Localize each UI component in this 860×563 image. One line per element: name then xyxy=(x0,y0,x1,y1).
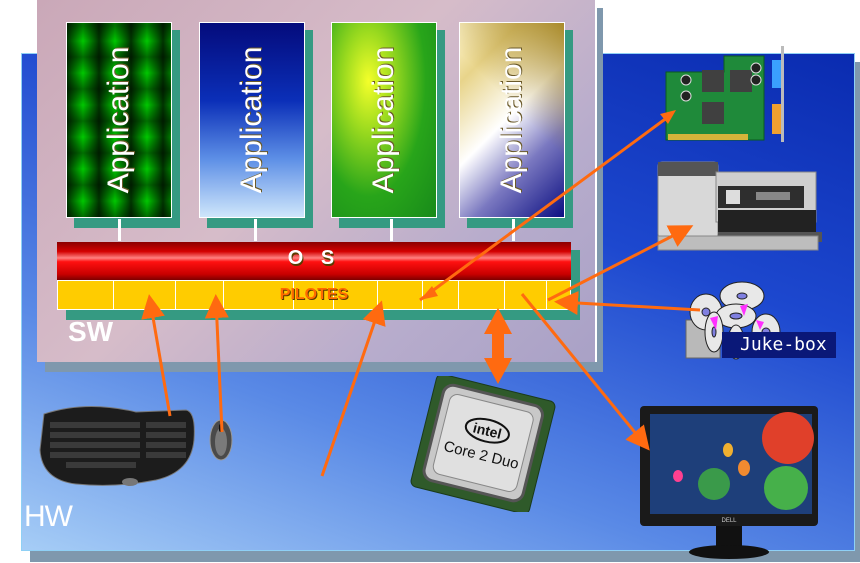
app-os-connector xyxy=(390,219,393,241)
arrow-keyboard-to-drivers xyxy=(141,294,172,417)
application-box-1: Application xyxy=(66,22,172,218)
driver-divider xyxy=(458,281,459,309)
arrow-drivers-to-monitor xyxy=(520,293,650,451)
driver-divider xyxy=(113,281,114,309)
driver-divider xyxy=(377,281,378,309)
app-os-connector xyxy=(254,219,257,241)
arrow-mouse-to-drivers xyxy=(204,294,229,433)
printer-icon xyxy=(657,161,822,251)
os-label: O S xyxy=(287,247,341,269)
application-box-2: Application xyxy=(199,22,305,218)
expansion-card-icon xyxy=(665,46,784,142)
hw-label: HW xyxy=(24,500,73,533)
drivers-label: PILOTES xyxy=(279,286,349,303)
monitor-brand: DELL xyxy=(721,518,737,524)
driver-divider xyxy=(546,281,547,309)
driver-divider xyxy=(422,281,423,309)
driver-divider xyxy=(333,281,334,309)
application-box-3: Application xyxy=(331,22,437,218)
app-os-connector xyxy=(118,219,121,241)
driver-divider xyxy=(175,281,176,309)
arrow-drivers-to-printer xyxy=(547,225,694,302)
sw-label: SW xyxy=(68,316,114,347)
cpu-icon: intel Core 2 Duo xyxy=(410,376,556,512)
cpu-drivers-double-arrow xyxy=(484,308,512,384)
keyboard-icon xyxy=(39,406,195,486)
application-label: Application xyxy=(495,46,528,194)
application-box-4: Application xyxy=(459,22,565,218)
driver-divider xyxy=(293,281,294,309)
driver-divider xyxy=(504,281,505,309)
arrowhead-card xyxy=(660,110,676,124)
application-label: Application xyxy=(102,46,135,194)
arrow-drivers-card-line xyxy=(419,112,673,302)
monitor-icon: DELL xyxy=(640,406,818,559)
os-layer-bar: O S xyxy=(57,242,571,280)
arrowhead-drivers xyxy=(420,286,438,300)
cpu-brand: intel xyxy=(471,419,503,441)
jukebox-label: Juke-box xyxy=(722,332,836,358)
arrow-hw-to-drivers xyxy=(320,300,386,477)
arrow-jukebox-to-drivers xyxy=(554,291,701,316)
